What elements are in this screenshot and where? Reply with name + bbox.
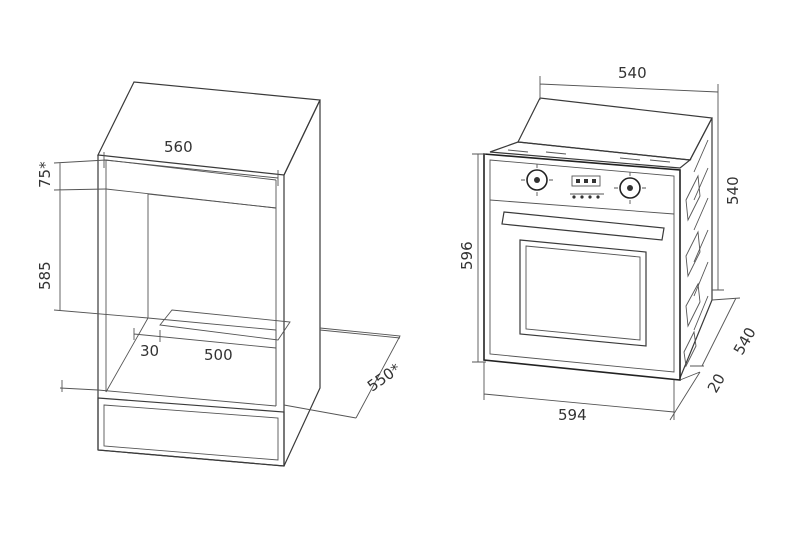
oven-left-knob-icon bbox=[521, 164, 553, 196]
cabinet-front-inner bbox=[105, 159, 277, 406]
oven-front-panel bbox=[483, 153, 681, 381]
cabinet-drawer-panel bbox=[97, 397, 285, 467]
cabinet-shelf-cutout bbox=[159, 309, 291, 341]
cabinet-top-face bbox=[97, 81, 321, 176]
dim-line-oven-front-thickness bbox=[669, 371, 701, 421]
dim-line-depth-500 bbox=[133, 328, 277, 354]
label-oven-side-depth: 540 bbox=[730, 324, 760, 358]
cabinet-dimensions bbox=[53, 152, 401, 419]
cabinet-front-frame bbox=[97, 155, 285, 467]
oven-front-inner bbox=[489, 159, 675, 373]
oven-side-casing bbox=[679, 117, 713, 379]
oven-right-knob-icon bbox=[614, 172, 646, 204]
oven-dimensions bbox=[472, 76, 741, 421]
label-cabinet-depth: 500 bbox=[204, 346, 233, 364]
dim-line-depth-550 bbox=[283, 327, 401, 419]
oven-top-face bbox=[517, 97, 713, 161]
label-oven-front-thickness: 20 bbox=[704, 370, 729, 396]
oven-display-icon bbox=[570, 175, 604, 199]
label-oven-front-width: 594 bbox=[558, 406, 587, 424]
label-cabinet-top: 75* bbox=[36, 161, 54, 188]
cabinet-floor-line bbox=[59, 387, 277, 407]
dim-line-oven-side-depth bbox=[690, 297, 741, 367]
oven-door-window-inner bbox=[525, 245, 641, 341]
oven-side-vents bbox=[683, 139, 709, 368]
oven-control-divider bbox=[489, 199, 675, 215]
label-cabinet-height: 585 bbox=[36, 261, 54, 290]
dim-line-vertical-left bbox=[53, 159, 149, 319]
oven-door-handle bbox=[501, 211, 665, 241]
oven-labels: 540 596 540 540 20 594 bbox=[458, 64, 760, 424]
cabinet-niche-back bbox=[147, 193, 277, 331]
oven-door-window bbox=[519, 239, 647, 347]
oven-top-vents bbox=[507, 149, 671, 163]
dim-line-oven-top-depth bbox=[539, 76, 719, 118]
dim-line-oven-side-height bbox=[712, 118, 724, 291]
cabinet-drawer-inner bbox=[103, 404, 279, 461]
label-cabinet-offset: 30 bbox=[140, 342, 159, 360]
label-oven-height: 596 bbox=[458, 241, 476, 270]
cabinet-labels: 560 75* 585 30 500 550* bbox=[36, 138, 404, 395]
oven-top-strip bbox=[489, 141, 692, 169]
label-cabinet-width: 560 bbox=[164, 138, 193, 156]
oven-drawing bbox=[483, 97, 713, 381]
dim-line-oven-front-width bbox=[483, 362, 675, 420]
cabinet-right-side bbox=[283, 99, 321, 467]
label-oven-top-depth: 540 bbox=[618, 64, 647, 82]
dim-line-width-560 bbox=[103, 152, 279, 186]
label-oven-side-height: 540 bbox=[724, 176, 742, 205]
